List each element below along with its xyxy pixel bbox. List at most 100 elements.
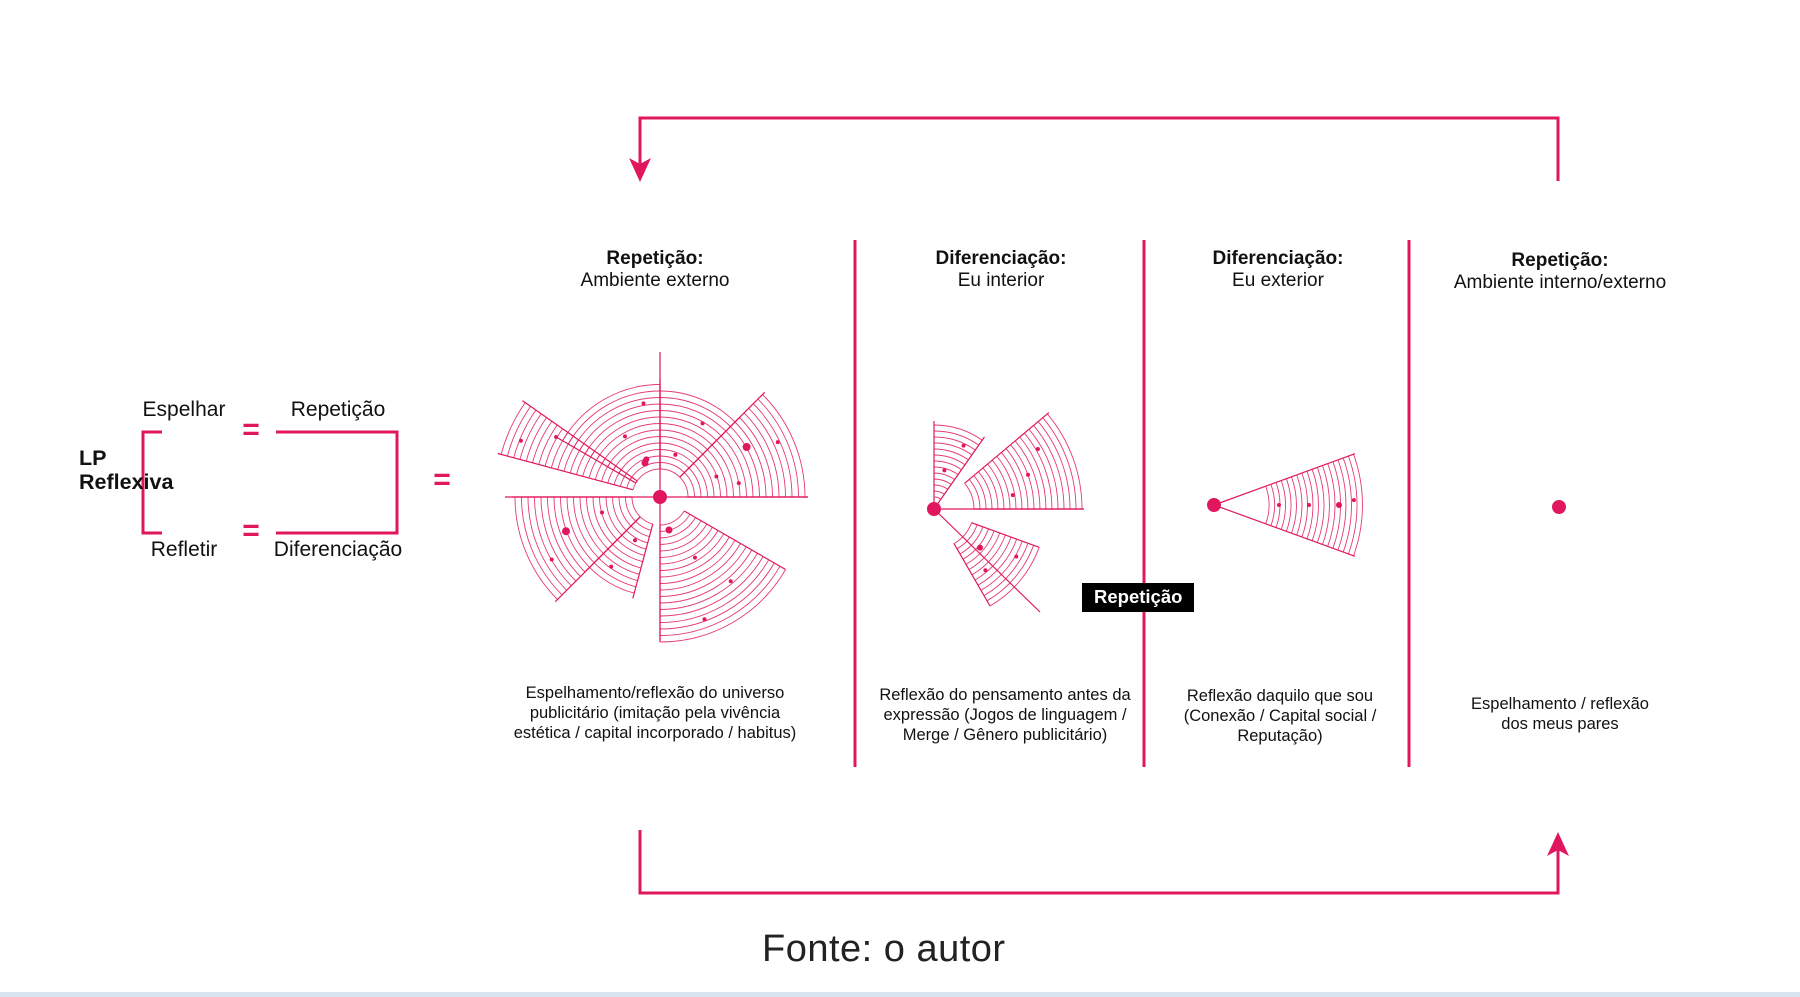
- fan-dot: [1336, 502, 1342, 508]
- fan-arc: [982, 467, 999, 510]
- col1-desc-line: Espelhamento/reflexão do universo: [525, 684, 785, 702]
- col4-header: Repetição: Ambiente interno/externo: [1454, 250, 1666, 294]
- col1-header: Repetição: Ambiente externo: [581, 248, 730, 292]
- fan-arc: [601, 429, 661, 464]
- fan-dot: [562, 527, 570, 536]
- fan-arc: [616, 539, 645, 556]
- fan-edge: [971, 522, 1040, 548]
- fan-arc: [688, 467, 702, 498]
- fan-arc: [1327, 463, 1336, 547]
- fan-edge: [585, 516, 641, 572]
- fan-dot: [1307, 503, 1311, 507]
- top-feedback-arrow: [638, 116, 1560, 181]
- fan-arc: [599, 496, 618, 541]
- col2-title: Diferenciação:: [935, 248, 1067, 269]
- left-bracket: [141, 430, 162, 535]
- fan-arc: [996, 456, 1017, 510]
- top-arrowhead: [629, 158, 651, 182]
- fan-anchor-dot: [927, 502, 941, 516]
- fan-arc: [527, 496, 568, 591]
- fan-arc: [659, 429, 708, 450]
- col3-desc-line: Reputação): [1237, 727, 1323, 746]
- fan-arc: [1285, 478, 1292, 532]
- fan-arc: [730, 426, 760, 498]
- fan-arc: [1337, 459, 1347, 551]
- fan-arc: [977, 538, 1018, 586]
- fan-edge: [522, 400, 638, 482]
- fan-edge: [557, 437, 637, 484]
- fan-anchor-dot: [1207, 498, 1221, 512]
- col4-desc-line: dos meus pares: [1501, 715, 1619, 734]
- fan-arc: [933, 448, 969, 461]
- fan-edge: [679, 417, 740, 478]
- lp-reflexiva-label: LP Reflexiva: [79, 446, 173, 494]
- fan-arc: [540, 496, 577, 582]
- fan-arc: [590, 416, 661, 458]
- fan-arc: [566, 496, 595, 564]
- fan-arc: [573, 496, 600, 559]
- equals-top: =: [242, 413, 260, 446]
- fan-arc: [1291, 476, 1297, 534]
- fan-arc: [659, 455, 690, 469]
- fan-arc: [973, 475, 987, 510]
- fan-edge: [1213, 504, 1266, 525]
- fan-arc: [521, 496, 563, 596]
- fan-arc: [1322, 465, 1330, 545]
- fan-dot: [775, 440, 780, 445]
- fan-arc: [586, 496, 609, 550]
- fan-diferenciacao-exterior: [1207, 453, 1363, 557]
- fan-arc: [588, 454, 601, 479]
- fan-arc: [991, 459, 1011, 510]
- fan-arc: [725, 430, 754, 498]
- fan-arc: [592, 496, 613, 545]
- right-bracket: [276, 430, 399, 535]
- fan-arc: [659, 533, 725, 571]
- fan-arc: [579, 496, 604, 554]
- fan-arc: [1005, 448, 1029, 510]
- col2-desc-line: expressão (Jogos de linguagem /: [883, 706, 1127, 725]
- refletir-label: Refletir: [150, 538, 218, 561]
- fan-edge: [632, 523, 654, 599]
- bottom-arrowhead: [1547, 832, 1569, 856]
- fan-dot: [736, 481, 741, 486]
- fan-arc: [933, 484, 949, 490]
- single-point: [1552, 500, 1566, 514]
- col4-title: Repetição:: [1511, 250, 1609, 271]
- col2-desc-line: Merge / Gênero publicitário): [902, 726, 1108, 745]
- fan-arc: [659, 553, 758, 610]
- fan-repeticao-externo: [497, 352, 808, 643]
- fan-arc: [659, 397, 731, 427]
- fan-arc: [734, 421, 767, 498]
- fan-arc: [964, 483, 975, 510]
- col1-desc-line: estética / capital incorporado / habitus…: [513, 724, 797, 743]
- diferenciacao-label: Diferenciação: [273, 538, 403, 561]
- col3-description: Reflexão daquilo que sou (Conexão / Capi…: [1184, 686, 1377, 746]
- fan-arc: [659, 510, 685, 526]
- fan-dot: [633, 538, 637, 543]
- fan-arc: [659, 520, 702, 545]
- fan-arc: [953, 522, 973, 544]
- fan-arc: [1342, 457, 1352, 553]
- fan-arc: [659, 514, 691, 532]
- fan-arc: [659, 442, 699, 460]
- fan-arc: [983, 543, 1029, 596]
- col3-header: Diferenciação: Eu exterior: [1213, 248, 1344, 292]
- fan-arc: [557, 435, 574, 470]
- col4-subtitle: Ambiente interno/externo: [1453, 271, 1667, 293]
- col4-desc-line: Espelhamento / reflexão: [1471, 695, 1649, 713]
- fan-arc: [659, 562, 775, 630]
- fan-arc: [933, 460, 962, 471]
- col3-title: Diferenciação:: [1212, 248, 1344, 269]
- fan-arc: [720, 435, 747, 498]
- fan-arc: [612, 442, 661, 471]
- fan-arc: [560, 496, 590, 568]
- fan-arc: [965, 530, 995, 565]
- fan-dot: [1010, 493, 1015, 498]
- fan-arc: [1296, 474, 1303, 536]
- fan-arc: [1042, 417, 1077, 510]
- fan-arc: [762, 394, 806, 498]
- fan-arc: [739, 417, 773, 498]
- fan-arc: [626, 530, 648, 544]
- fan-arc: [621, 534, 647, 550]
